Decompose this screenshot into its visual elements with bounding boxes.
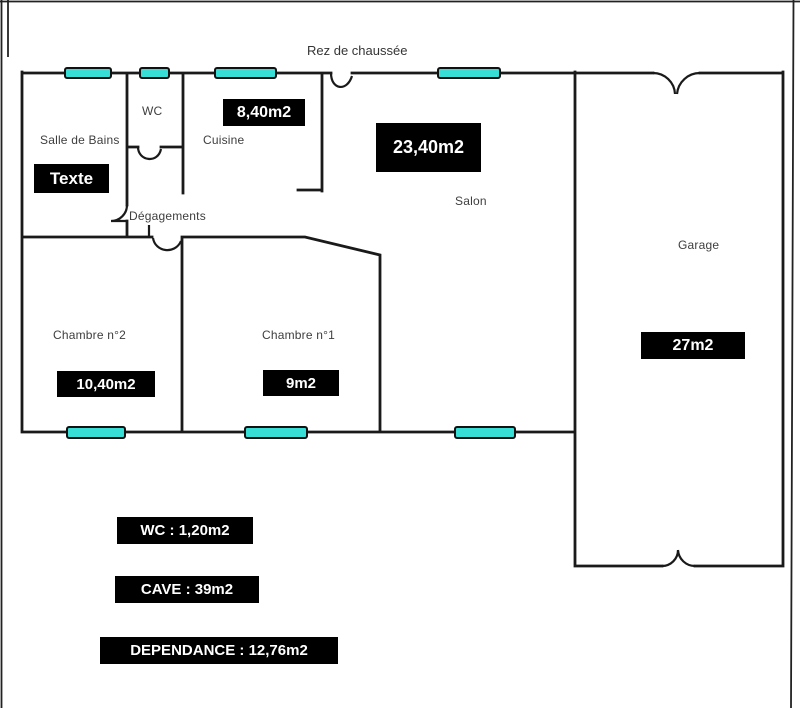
door-arc-garage-top bbox=[652, 71, 701, 95]
annotation-badge-wc: WC : 1,20m2 bbox=[117, 517, 253, 544]
area-badge-garage: 27m2 bbox=[641, 332, 745, 359]
window-marker-salon-south bbox=[454, 426, 516, 439]
plan-title: Rez de chaussée bbox=[307, 43, 408, 58]
door-arc-garage-bottom bbox=[661, 549, 696, 568]
annotation-badge-dependance: DEPENDANCE : 12,76m2 bbox=[100, 637, 338, 664]
room-label-cuisine: Cuisine bbox=[203, 133, 245, 147]
area-badge-chambre2: 10,40m2 bbox=[57, 371, 155, 397]
room-label-wc: WC bbox=[142, 104, 163, 118]
area-badge-cuisine: 8,40m2 bbox=[223, 99, 305, 126]
area-badge-salon: 23,40m2 bbox=[376, 123, 481, 172]
room-label-garage: Garage bbox=[678, 238, 720, 252]
door-arc-salle-de-bains bbox=[110, 204, 129, 223]
window-marker-salle-de-bains bbox=[64, 67, 112, 79]
room-label-chambre2: Chambre n°2 bbox=[53, 328, 127, 342]
annotation-badge-cave: CAVE : 39m2 bbox=[115, 576, 259, 603]
area-badge-salle-de-bains: Texte bbox=[34, 164, 109, 193]
window-marker-cuisine bbox=[214, 67, 277, 79]
door-arc-chambre2 bbox=[147, 225, 183, 252]
room-label-salon: Salon bbox=[455, 194, 487, 208]
room-label-salle-de-bains: Salle de Bains bbox=[40, 133, 120, 147]
door-arc-entry bbox=[329, 72, 354, 88]
area-badge-chambre1: 9m2 bbox=[263, 370, 339, 396]
window-marker-chambre2 bbox=[66, 426, 126, 439]
window-marker-salon bbox=[437, 67, 501, 79]
window-marker-wc bbox=[139, 67, 170, 79]
room-label-chambre1: Chambre n°1 bbox=[262, 328, 336, 342]
window-marker-chambre1 bbox=[244, 426, 308, 439]
room-label-degagements: Dégagements bbox=[129, 209, 206, 223]
door-arc-wc bbox=[136, 146, 163, 160]
